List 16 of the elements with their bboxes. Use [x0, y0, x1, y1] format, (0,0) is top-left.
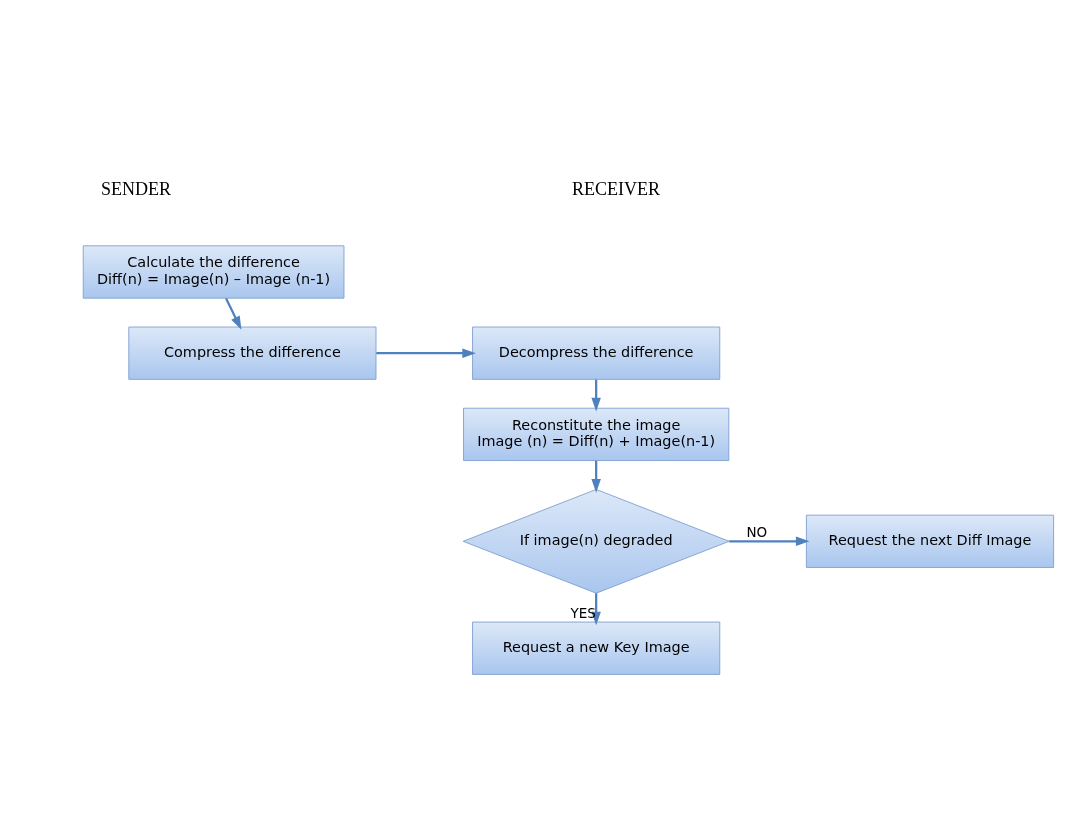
node-box: Reconstitute the image Image (n) = Diff(n) + Image(n-1): [463, 407, 730, 461]
node-box: Request a new Key Image: [472, 621, 721, 675]
node-box: Decompress the difference: [472, 326, 721, 380]
node-box: Calculate the difference Diff(n) = Image(n) – Image (n-1): [82, 245, 345, 299]
node-box: Compress the difference: [128, 326, 377, 380]
arrow: [591, 379, 601, 412]
edge-label: YES: [570, 605, 596, 622]
node-box: Request the next Diff Image: [805, 514, 1055, 568]
arrow: [729, 536, 810, 547]
edge-label: NO: [746, 523, 768, 540]
label: SENDER: [100, 179, 172, 200]
arrow: [225, 297, 242, 330]
arrow: [376, 348, 476, 358]
node-diamond: If image(n) degraded: [462, 489, 730, 594]
label: RECEIVER: [571, 179, 661, 200]
arrow: [591, 460, 601, 493]
